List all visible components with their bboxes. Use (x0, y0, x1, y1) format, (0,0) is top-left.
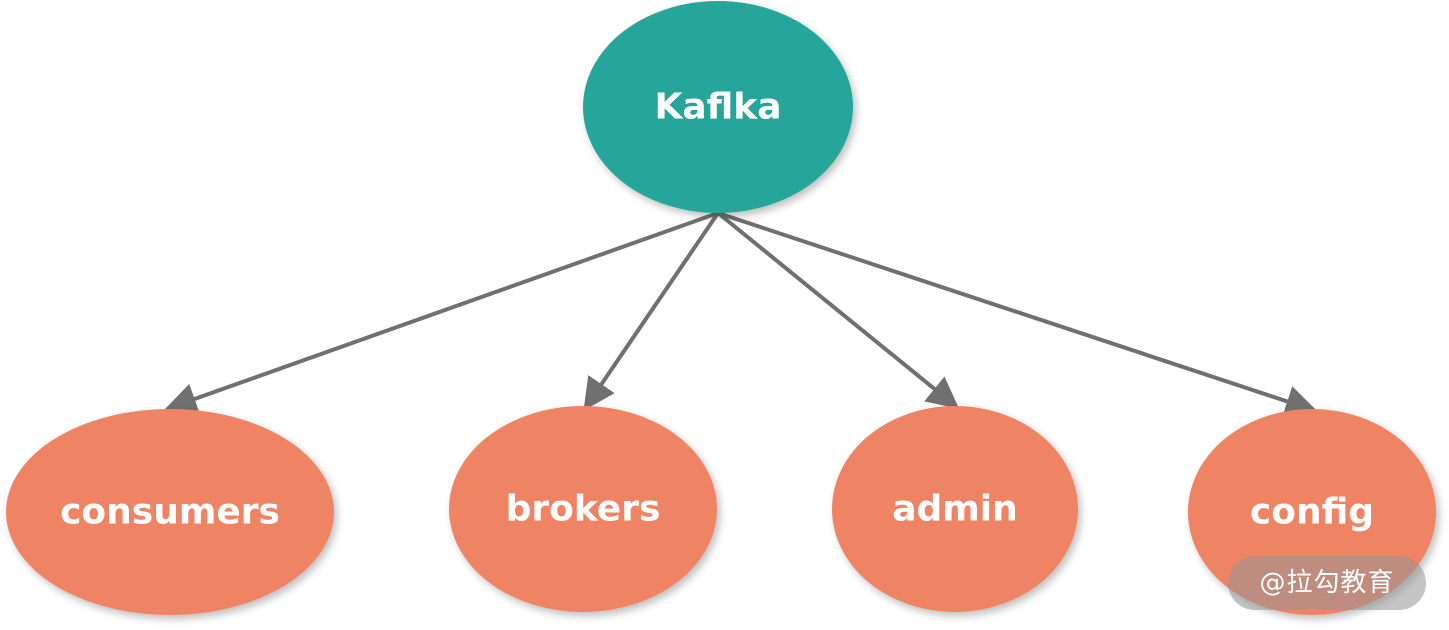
edge-kafka-brokers (583, 211, 720, 411)
child-node-brokers: brokers (449, 406, 717, 612)
child-node-config-label: config (1250, 492, 1374, 533)
root-node-label: Kaflka (654, 87, 781, 128)
child-node-admin-label: admin (892, 489, 1018, 530)
child-node-consumers-label: consumers (60, 492, 280, 533)
edges (164, 211, 1318, 417)
child-node-consumers: consumers (6, 409, 334, 615)
root-node-shape (583, 1, 853, 213)
child-node-admin-shape (832, 406, 1078, 612)
edge-kafka-consumers (164, 211, 719, 415)
child-node-admin: admin (832, 406, 1078, 612)
edge-kafka-config (717, 211, 1318, 417)
edge-kafka-admin (716, 211, 960, 410)
child-node-brokers-label: brokers (506, 489, 661, 530)
root-node: Kaflka (583, 1, 853, 213)
watermark-text: @拉勾教育 (1259, 568, 1395, 598)
child-node-consumers-shape (6, 409, 334, 615)
child-node-brokers-shape (449, 406, 717, 612)
watermark-badge: @拉勾教育 (1228, 556, 1426, 610)
